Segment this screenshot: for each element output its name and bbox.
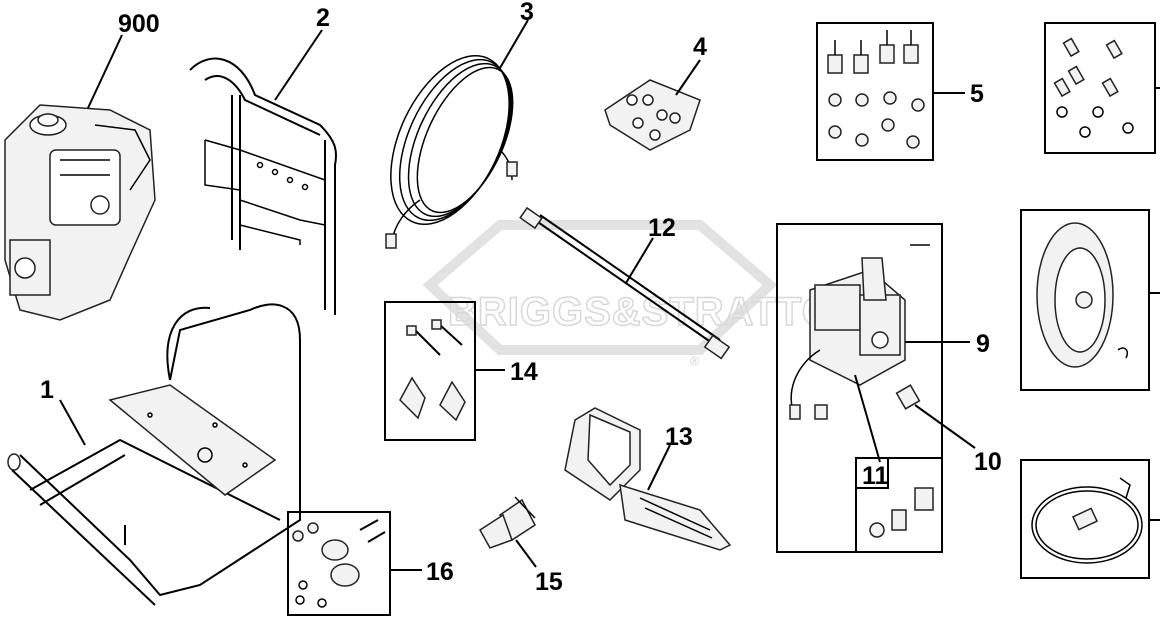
part-handle[interactable] — [189, 57, 338, 315]
part-bolt-kit[interactable] — [1044, 22, 1156, 154]
part-inlet-fitting[interactable] — [895, 384, 921, 410]
label-hose: 3 — [520, 0, 534, 26]
part-pump[interactable] — [776, 223, 943, 553]
label-fitting-kit: 11 — [862, 462, 889, 490]
brand-watermark: BRIGGS&STRATTON ® — [422, 220, 864, 368]
label-engine: 900 — [118, 10, 160, 38]
label-inlet-fitting: 10 — [974, 448, 1002, 476]
part-fitting-kit[interactable] — [855, 457, 943, 553]
part-nozzle[interactable] — [479, 496, 536, 549]
part-wheel-kit[interactable] — [1020, 209, 1150, 391]
watermark-brand-text: BRIGGS&STRATTON — [448, 290, 864, 334]
part-handle-hardware-kit[interactable] — [384, 301, 476, 441]
part-spray-gun[interactable] — [564, 407, 732, 551]
label-handle-hardware-kit: 14 — [510, 358, 538, 386]
part-engine[interactable] — [4, 104, 156, 321]
part-isolator-kit[interactable] — [816, 22, 934, 161]
part-extension-wand[interactable] — [519, 206, 731, 360]
label-handle: 2 — [316, 4, 330, 32]
label-fastener-bag: 4 — [693, 33, 707, 61]
label-pump: 9 — [976, 330, 990, 358]
part-belt-kit[interactable] — [1020, 459, 1150, 579]
label-foot-kit: 16 — [426, 558, 454, 586]
label-spray-gun: 13 — [665, 423, 693, 451]
part-frame[interactable] — [7, 303, 301, 606]
part-foot-kit[interactable] — [287, 511, 391, 616]
part-fastener-bag[interactable] — [604, 79, 701, 151]
label-extension-wand: 12 — [648, 214, 676, 242]
label-isolator-kit: 5 — [970, 80, 984, 108]
label-nozzle: 15 — [535, 568, 563, 596]
label-frame: 1 — [40, 376, 54, 404]
watermark-trademark: ® — [690, 354, 699, 368]
part-hose[interactable] — [367, 37, 534, 249]
